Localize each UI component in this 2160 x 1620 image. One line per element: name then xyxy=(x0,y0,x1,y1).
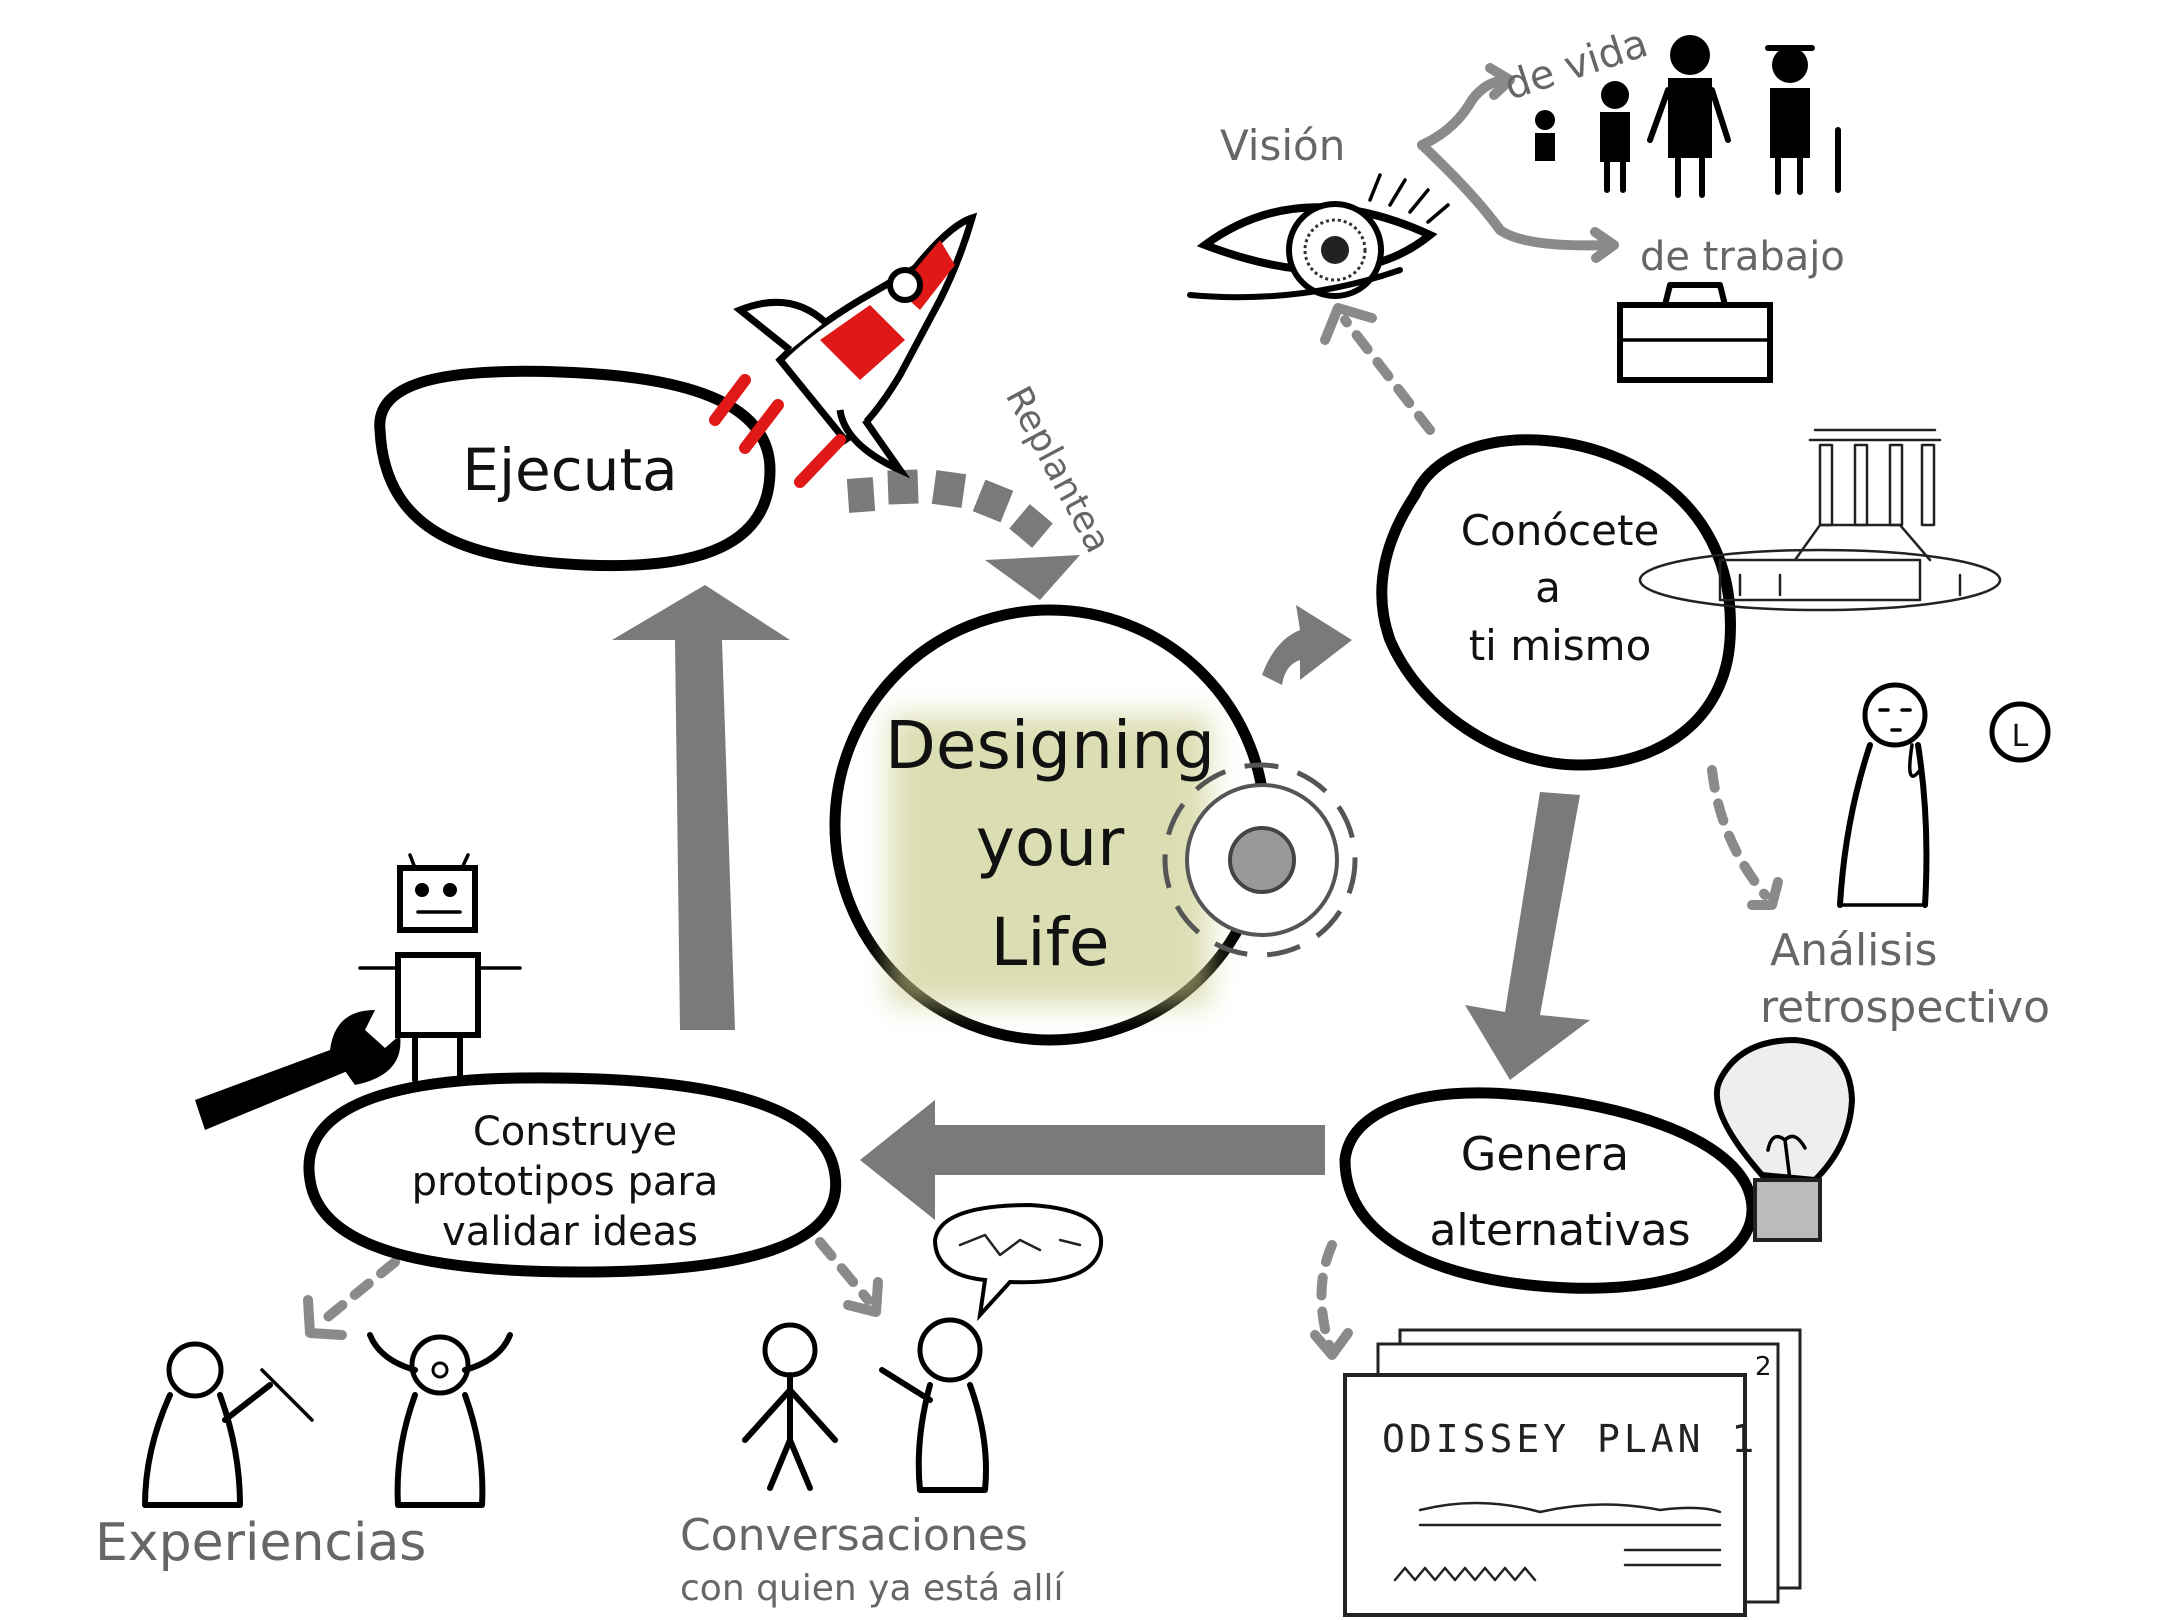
arrow-vision-de-trabajo xyxy=(1417,140,1615,251)
conversaciones-line1: Conversaciones xyxy=(680,1510,1028,1561)
family-icon xyxy=(1535,35,1841,198)
construye-line2: prototipos para xyxy=(412,1159,719,1205)
robot-icon xyxy=(358,853,522,1083)
dashed-connectors xyxy=(303,63,1783,1360)
arrow-left-to-construye xyxy=(860,1100,1325,1220)
genera-node: Genera alternativas xyxy=(1339,1087,1758,1294)
arrow-up-to-ejecuta xyxy=(612,585,790,1030)
experiencias-label: Experiencias xyxy=(95,1513,426,1573)
genera-line1: Genera xyxy=(1461,1127,1630,1181)
arrow-down-to-genera xyxy=(1465,792,1590,1080)
analisis-line1: Análisis xyxy=(1770,925,1937,976)
arrow-vision-de-vida xyxy=(1417,75,1510,150)
arrow-replantea xyxy=(846,469,1080,600)
lightbulb-icon xyxy=(1713,1036,1856,1242)
gears-icon xyxy=(1162,762,1358,958)
rocket-icon xyxy=(709,212,978,488)
dash-to-analisis xyxy=(1707,765,1770,900)
analisis-line2: retrospectivo xyxy=(1760,982,2050,1033)
construye-line3: validar ideas xyxy=(442,1209,698,1255)
conocete-node: Conócete a ti mismo xyxy=(1376,434,1736,771)
de-vida-label: de vida xyxy=(1499,20,1653,109)
dash-to-experiencias xyxy=(313,1257,400,1330)
center-node: Designing your Life xyxy=(829,604,1271,1046)
conocete-line3: ti mismo xyxy=(1469,621,1652,670)
construye-line1: Construye xyxy=(473,1109,677,1155)
eye-icon xyxy=(1187,173,1450,301)
temple-icon xyxy=(1638,428,2002,612)
odissey-plan-title: ODISSEY PLAN 1 xyxy=(1382,1417,1758,1461)
de-trabajo-label: de trabajo xyxy=(1640,234,1845,280)
center-title-line3: Life xyxy=(991,904,1110,981)
odissey-plan-card: 2 ODISSEY PLAN 1 xyxy=(1343,1328,1802,1617)
wrench-icon xyxy=(195,1010,401,1130)
center-title-line1: Designing xyxy=(885,707,1215,784)
conocete-line2: a xyxy=(1535,563,1561,612)
genera-line2: alternativas xyxy=(1429,1205,1690,1256)
center-title-line2: your xyxy=(976,804,1125,881)
ejecuta-label: Ejecuta xyxy=(462,436,677,504)
dash-to-vision xyxy=(1340,315,1435,435)
vision-label: Visión xyxy=(1220,121,1345,170)
cycle-arrows xyxy=(612,469,1590,1220)
thinking-person-icon: L xyxy=(1837,682,2051,908)
plan-number: 2 xyxy=(1755,1352,1772,1382)
arrow-center-to-conocete xyxy=(1262,605,1352,685)
conversaciones-line2: con quien ya está allí xyxy=(680,1568,1065,1609)
dash-to-odissey xyxy=(1316,1240,1337,1353)
clock-letter: L xyxy=(2012,719,2029,754)
ejecuta-node: Ejecuta xyxy=(374,365,776,572)
conocete-line1: Conócete xyxy=(1461,506,1660,555)
conversation-people-icon xyxy=(742,1202,1104,1493)
construye-node: Construye prototipos para validar ideas xyxy=(303,1072,842,1278)
dash-to-conversaciones xyxy=(815,1237,873,1305)
briefcase-icon xyxy=(1617,282,1773,383)
experiencias-people-icon xyxy=(142,1332,513,1508)
